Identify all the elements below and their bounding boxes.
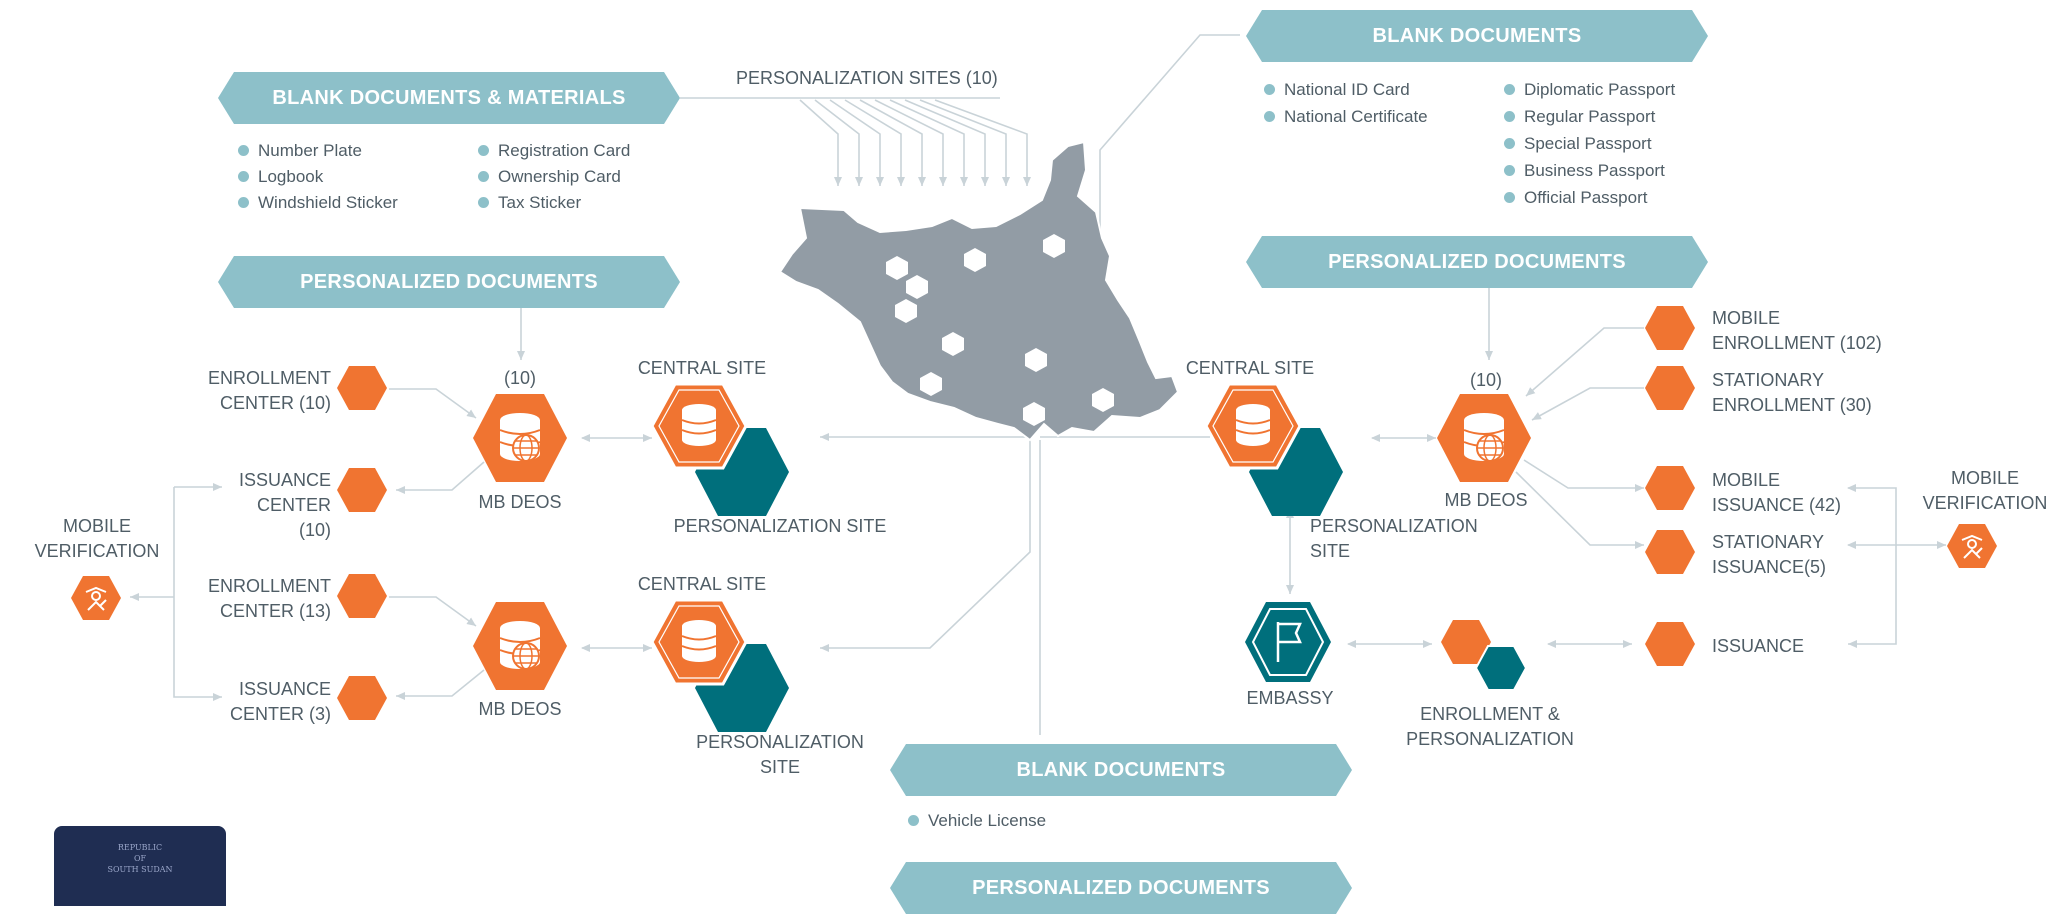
verification-officer-icon (85, 586, 107, 611)
list-item: Diplomatic Passport (1504, 77, 1675, 103)
mb-deos-hex-right (1436, 392, 1532, 484)
central-site-right-label: CENTRAL SITE (1185, 358, 1315, 378)
list-item: Ownership Card (478, 164, 621, 190)
enrollment-personalization-hex-pair (1440, 618, 1560, 698)
mb-deos-right-label: MB DEOS (1444, 490, 1528, 510)
right-count-label: (10) (1469, 370, 1502, 390)
verification-officer-icon (1961, 534, 1983, 559)
passport-cover: REPUBLIC OF SOUTH SUDAN (54, 826, 226, 906)
personalization-site-right-label: PERSONALIZATION SITE (1310, 516, 1478, 561)
mobile-issuance-label: MOBILE ISSUANCE (42) (1712, 470, 1842, 515)
issuance-center-10-label: ISSUANCE CENTER (10) (238, 470, 331, 540)
mobile-verification-right-label: MOBILE VERIFICATION (1922, 468, 2048, 513)
database-icon (1236, 404, 1270, 446)
personalization-sites-label: PERSONALIZATION SITES (10) (736, 68, 998, 88)
stationary-enrollment-label: STATIONARY ENROLLMENT (30) (1712, 370, 1872, 415)
enrollment-personalization-label: ENROLLMENT & PERSONALIZATION (1406, 704, 1574, 749)
mobile-issuance-hex (1644, 464, 1696, 512)
list-item: Vehicle License (908, 808, 1046, 834)
enrollment-center-10-label: ENROLLMENT CENTER (10) (207, 368, 331, 413)
list-item: Business Passport (1504, 158, 1665, 184)
flag-icon (1276, 622, 1302, 662)
central-site-pair-2 (652, 596, 832, 736)
central-site-label-1: CENTRAL SITE (637, 358, 767, 378)
banner-blank-documents-bottom: BLANK DOCUMENTS (890, 744, 1352, 796)
mobile-enrollment-hex (1644, 304, 1696, 352)
issuance-center-3-hex (336, 674, 388, 722)
list-item: Official Passport (1504, 185, 1647, 211)
south-sudan-map (778, 140, 1180, 442)
list-item: Regular Passport (1504, 104, 1655, 130)
banner-personalized-documents-bottom: PERSONALIZED DOCUMENTS (890, 862, 1352, 914)
issuance-hex (1644, 620, 1696, 668)
list-item: Tax Sticker (478, 190, 581, 216)
banner-personalized-documents-left: PERSONALIZED DOCUMENTS (218, 256, 680, 308)
mb-deos-hex-2 (472, 600, 568, 692)
central-site-label-2: CENTRAL SITE (637, 574, 767, 594)
list-item: National Certificate (1264, 104, 1428, 130)
central-site-pair-right (1206, 380, 1386, 520)
stationary-issuance-hex (1644, 528, 1696, 576)
issuance-center-3-label: ISSUANCE CENTER (3) (229, 679, 331, 724)
issuance-center-10-hex (336, 466, 388, 514)
left-count-label: (10) (503, 368, 536, 388)
mb-deos-label-2: MB DEOS (478, 699, 562, 719)
list-item: Registration Card (478, 138, 630, 164)
list-item: National ID Card (1264, 77, 1410, 103)
enrollment-center-13-label: ENROLLMENT CENTER (13) (207, 576, 331, 621)
mobile-enrollment-label: MOBILE ENROLLMENT (102) (1712, 308, 1882, 353)
banner-blank-documents-materials: BLANK DOCUMENTS & MATERIALS (218, 72, 680, 124)
list-item: Special Passport (1504, 131, 1652, 157)
list-item: Windshield Sticker (238, 190, 398, 216)
database-icon (682, 404, 716, 446)
issuance-label: ISSUANCE (1712, 636, 1805, 656)
central-site-pair-1 (652, 380, 832, 520)
mobile-verification-left-label: MOBILE VERIFICATION (34, 516, 160, 561)
embassy-label: EMBASSY (1246, 688, 1334, 708)
enrollment-center-13-hex (336, 572, 388, 620)
mb-deos-label-1: MB DEOS (478, 492, 562, 512)
personalization-site-label-1: PERSONALIZATION SITE (673, 516, 887, 536)
enrollment-center-10-hex (336, 364, 388, 412)
mb-deos-hex-1 (472, 392, 568, 484)
banner-blank-documents-right: BLANK DOCUMENTS (1246, 10, 1708, 62)
database-icon (682, 620, 716, 662)
mobile-verification-right-hex (1946, 522, 1998, 570)
embassy-hex (1244, 600, 1332, 684)
list-item: Number Plate (238, 138, 362, 164)
list-item: Logbook (238, 164, 323, 190)
mobile-verification-left-hex (70, 574, 122, 622)
stationary-issuance-label: STATIONARY ISSUANCE(5) (1712, 532, 1827, 577)
personalization-site-label-2: PERSONALIZATION SITE (696, 732, 864, 777)
banner-personalized-documents-right: PERSONALIZED DOCUMENTS (1246, 236, 1708, 288)
stationary-enrollment-hex (1644, 364, 1696, 412)
